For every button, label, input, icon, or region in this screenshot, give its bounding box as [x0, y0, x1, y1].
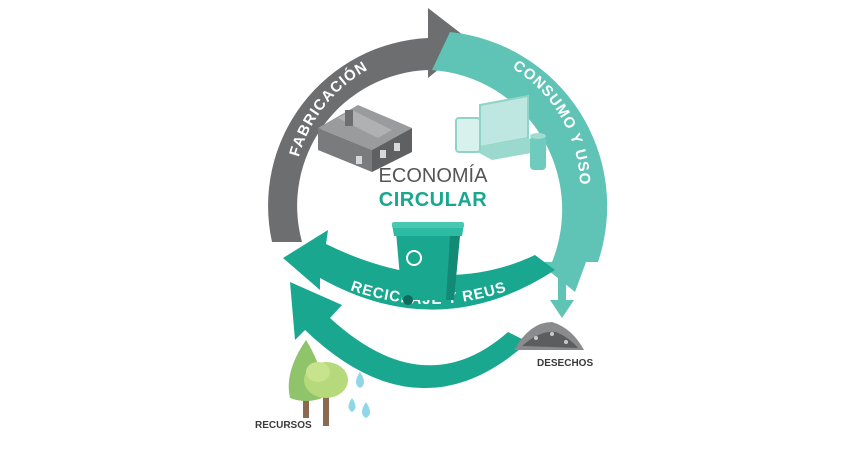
desechos-label: DESECHOS — [537, 358, 593, 369]
consumo-arc — [432, 32, 608, 292]
factory-icon — [318, 105, 412, 172]
devices-icon — [455, 94, 548, 170]
recycle-bin-icon — [392, 222, 464, 305]
trees-icon — [288, 340, 348, 426]
to-desechos-arrow — [550, 272, 574, 318]
title-line2: CIRCULAR — [379, 189, 487, 211]
reciclaje-arc — [283, 230, 555, 310]
recursos-return-arc — [290, 282, 528, 389]
water-drops-icon — [348, 372, 370, 418]
fabricacion-arc — [268, 8, 472, 242]
waste-pile-icon — [514, 322, 584, 350]
title-line1: ECONOMÍA — [379, 164, 489, 187]
recursos-label: RECURSOS — [255, 420, 312, 431]
